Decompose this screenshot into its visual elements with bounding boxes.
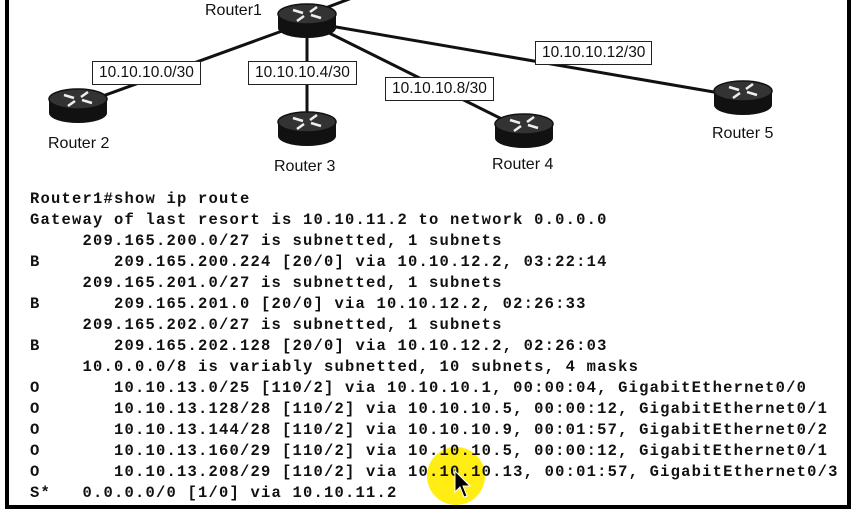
route-table-output: Router1#show ip route Gateway of last re… [30,189,839,504]
subnet-label-r5: 10.10.10.12/30 [535,41,653,65]
cli-line: O 10.10.13.128/28 [110/2] via 10.10.10.5… [30,400,829,418]
cli-line: Router1#show ip route [30,190,251,208]
router1-icon [276,2,338,40]
mouse-pointer-icon [454,470,472,498]
topology-diagram [47,0,774,150]
link-r1-r4 [306,20,525,132]
subnet-label-r3: 10.10.10.4/30 [248,61,357,85]
cli-line: 209.165.201.0/27 is subnetted, 1 subnets [30,274,503,292]
subnet-label-r4: 10.10.10.8/30 [385,77,494,101]
router4-label: Router 4 [492,156,554,173]
figure-frame [5,0,851,509]
cli-line: O 10.10.13.0/25 [110/2] via 10.10.10.1, … [30,379,808,397]
router2-icon [47,87,109,125]
router2-label: Router 2 [48,135,110,152]
router5-icon [712,79,774,117]
cli-line: B 209.165.202.128 [20/0] via 10.10.12.2,… [30,337,608,355]
router3-icon [276,110,338,148]
router1-label: Router1 [205,2,262,19]
cli-line: Gateway of last resort is 10.10.11.2 to … [30,211,608,229]
router5-label: Router 5 [712,125,774,142]
cli-line: B 209.165.200.224 [20/0] via 10.10.12.2,… [30,253,608,271]
router4-icon [493,112,555,150]
cli-line: O 10.10.13.160/29 [110/2] via 10.10.10.5… [30,442,829,460]
router3-label: Router 3 [274,158,336,175]
cli-line: 209.165.200.0/27 is subnetted, 1 subnets [30,232,503,250]
cli-line: S* 0.0.0.0/0 [1/0] via 10.10.11.2 [30,484,398,502]
cli-line: O 10.10.13.144/28 [110/2] via 10.10.10.9… [30,421,829,439]
cli-line: O 10.10.13.208/29 [110/2] via 10.10.10.1… [30,463,839,481]
cli-line: B 209.165.201.0 [20/0] via 10.10.12.2, 0… [30,295,587,313]
cli-line: 10.0.0.0/8 is variably subnetted, 10 sub… [30,358,640,376]
link-r1-r5 [306,20,744,99]
subnet-label-r2: 10.10.10.0/30 [92,61,201,85]
cli-line: 209.165.202.0/27 is subnetted, 1 subnets [30,316,503,334]
